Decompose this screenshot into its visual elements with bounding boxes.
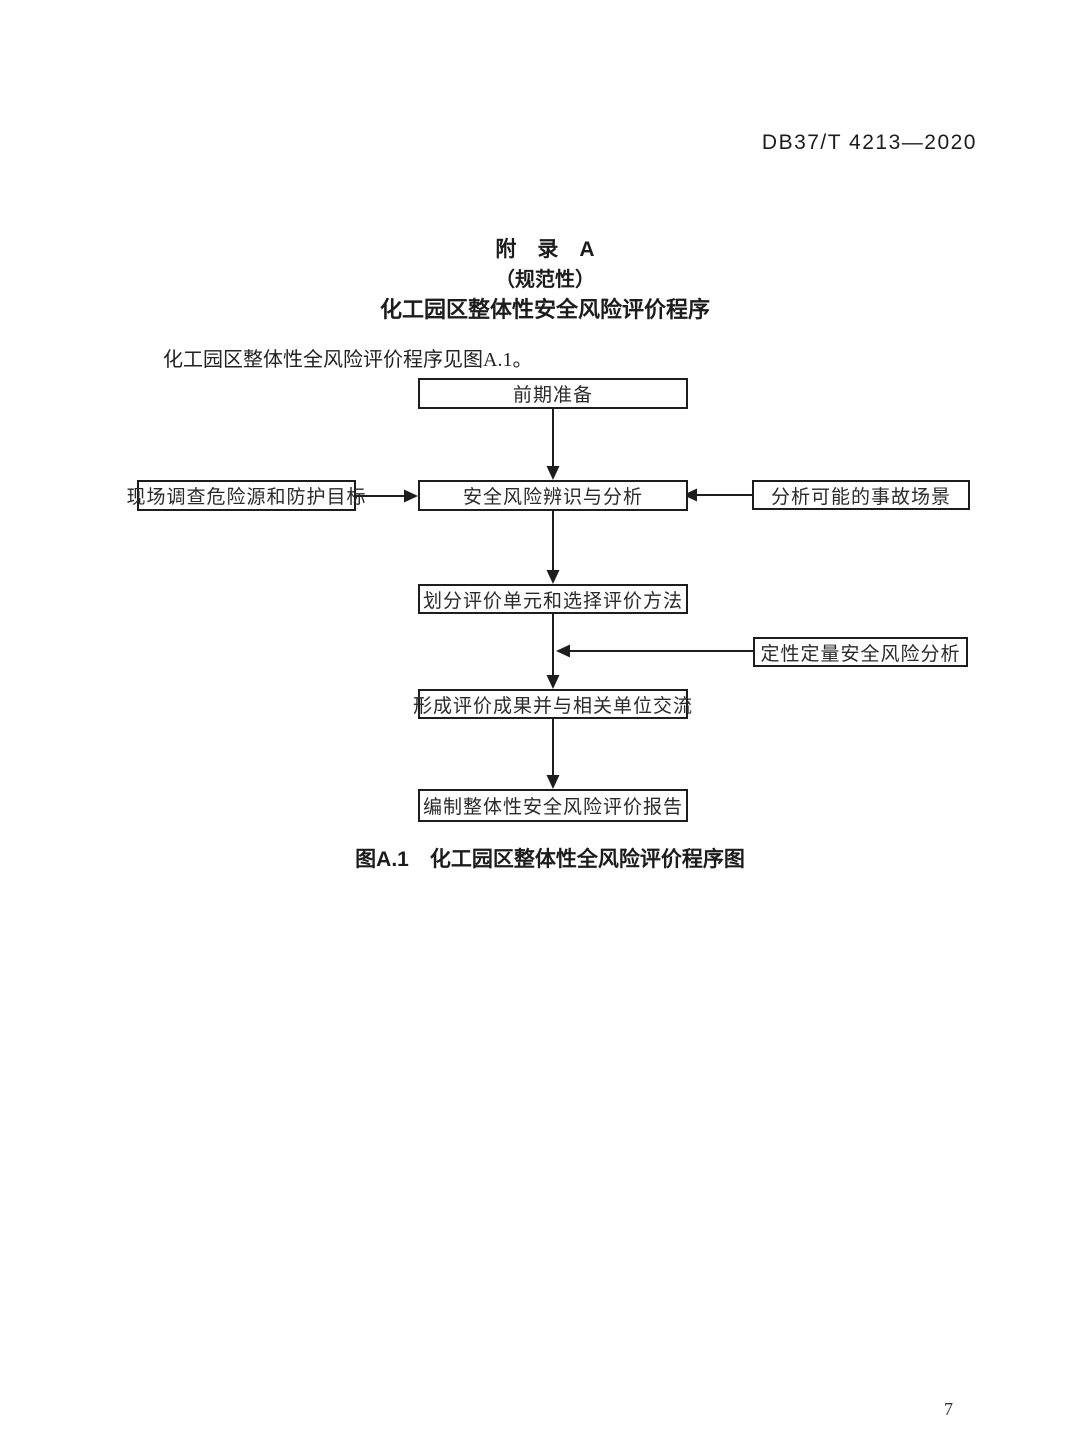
figure-caption: 图A.1 化工园区整体性全风险评价程序图 xyxy=(355,848,745,871)
flowchart-node-qualitative-quantitative-analysis: 定性定量安全风险分析 xyxy=(753,637,968,667)
flowchart-node-preparation: 前期准备 xyxy=(418,378,688,409)
flowchart-node-unit-division: 划分评价单元和选择评价方法 xyxy=(418,584,688,614)
arrowhead-down-icon xyxy=(546,466,560,480)
flowchart-node-results-exchange: 形成评价成果并与相关单位交流 xyxy=(413,689,692,719)
arrowhead-left-icon xyxy=(556,644,570,658)
arrowhead-down-icon xyxy=(546,675,560,689)
arrowhead-down-icon xyxy=(546,570,560,584)
arrowhead-right-icon xyxy=(404,489,418,503)
flowchart-node-site-survey: 现场调查危险源和防护目标 xyxy=(127,480,366,511)
appendix-normative-label: （规范性） xyxy=(495,269,595,291)
arrowhead-down-icon xyxy=(546,775,560,789)
flowchart-node-risk-identification: 安全风险辨识与分析 xyxy=(418,480,688,511)
page-number: 7 xyxy=(944,1399,953,1419)
flowchart-node-accident-scenarios: 分析可能的事故场景 xyxy=(752,480,970,510)
appendix-subject-title: 化工园区整体性安全风险评价程序 xyxy=(379,297,710,322)
intro-paragraph: 化工园区整体性全风险评价程序见图A.1。 xyxy=(163,349,533,371)
flowchart-node-report-compilation: 编制整体性安全风险评价报告 xyxy=(418,789,688,822)
appendix-title: 附 录 A xyxy=(495,238,595,261)
standard-code-header: DB37/T 4213—2020 xyxy=(761,131,977,154)
